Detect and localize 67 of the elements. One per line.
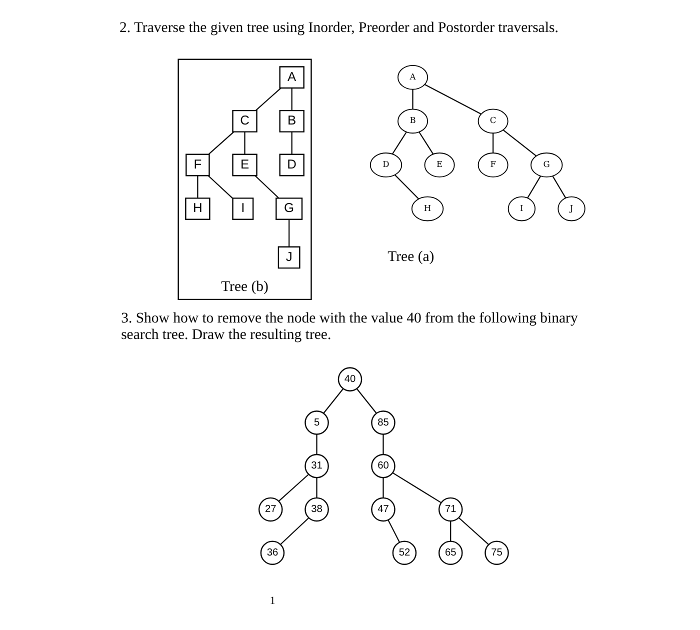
connector <box>208 131 234 154</box>
connector <box>208 175 233 199</box>
node-ellipse: G <box>530 152 563 178</box>
connector <box>316 478 318 498</box>
connector <box>382 478 384 498</box>
connector <box>244 132 246 154</box>
node-ellipse: J <box>558 196 586 222</box>
connector <box>356 388 377 414</box>
connector <box>424 84 482 114</box>
label: 1 <box>270 595 276 608</box>
node-ellipse: A <box>398 64 428 90</box>
node-circle: 31 <box>304 454 329 478</box>
label: Tree (a) <box>388 248 434 265</box>
connector <box>392 472 442 504</box>
node-ellipse: H <box>411 196 444 222</box>
connector <box>254 175 279 198</box>
node-ellipse: C <box>478 108 508 134</box>
node-circle: 38 <box>304 497 329 522</box>
connector <box>492 133 494 153</box>
connector <box>316 434 318 454</box>
connector <box>197 176 198 198</box>
connector <box>527 176 542 198</box>
connector <box>552 176 566 198</box>
connector <box>418 132 434 155</box>
node-box: C <box>232 110 258 132</box>
connector <box>388 520 400 543</box>
connector <box>394 174 420 200</box>
node-box: H <box>185 198 210 220</box>
node-circle: 65 <box>438 540 463 565</box>
node-box: G <box>276 198 303 220</box>
node-ellipse: E <box>424 152 455 178</box>
connector <box>280 518 310 545</box>
node-ellipse: D <box>370 152 402 178</box>
node-ellipse: B <box>398 108 428 134</box>
node-ellipse: F <box>478 152 508 178</box>
connector <box>278 474 309 502</box>
node-box: I <box>232 198 254 220</box>
node-box: E <box>232 154 258 176</box>
node-box: D <box>279 154 304 176</box>
node-circle: 27 <box>258 497 283 522</box>
node-circle: 71 <box>438 497 463 522</box>
node-circle: 47 <box>371 497 396 522</box>
node-circle: 75 <box>484 540 509 565</box>
node-circle: 52 <box>392 540 417 565</box>
connector <box>412 89 414 110</box>
connector <box>323 388 344 414</box>
connector <box>256 88 282 111</box>
connector <box>392 132 407 154</box>
label: 3. Show how to remove the node with the value 40 from the following binary search tree. Draw the resulting tree. <box>121 310 578 343</box>
connector <box>291 132 292 154</box>
node-circle: 85 <box>371 410 396 435</box>
connector <box>458 518 489 545</box>
node-box: J <box>278 246 300 269</box>
connector <box>502 130 537 156</box>
node-box: A <box>279 66 304 89</box>
connector <box>291 88 292 110</box>
node-circle: 36 <box>260 540 285 565</box>
label: 2. Traverse the given tree using Inorder, Preorder and Postorder traversals. <box>119 20 558 36</box>
connector <box>382 434 384 454</box>
node-box: B <box>279 110 304 132</box>
node-ellipse: I <box>508 196 536 222</box>
node-circle: 40 <box>338 367 362 392</box>
connector <box>288 220 290 247</box>
connector <box>450 521 452 542</box>
node-circle: 5 <box>304 410 329 435</box>
node-box: F <box>186 154 210 176</box>
node-circle: 60 <box>371 454 396 478</box>
